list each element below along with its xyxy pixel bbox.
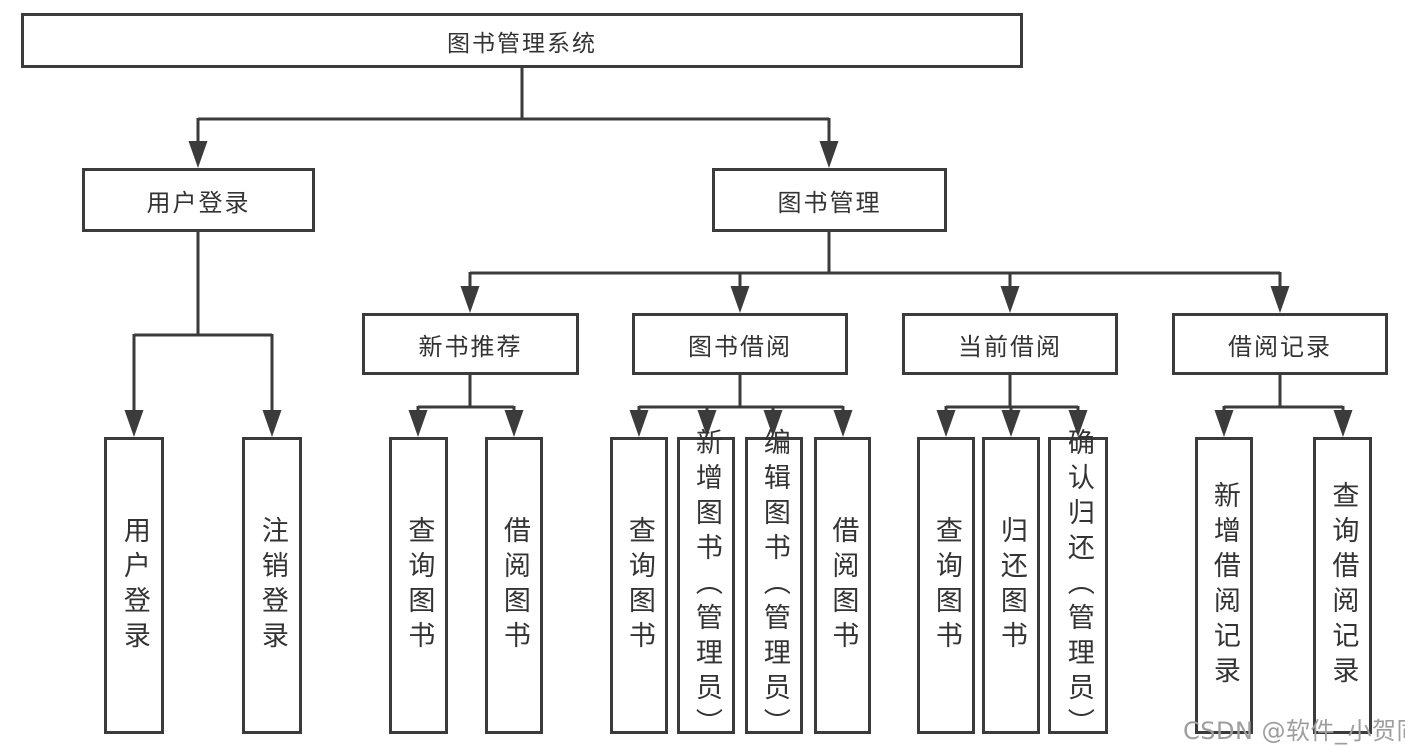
node-root-system: 图书管理系统 xyxy=(21,13,1023,68)
node-book-borrowing-label: 图书借阅 xyxy=(688,332,792,361)
leaf-return-books: 归还图书 xyxy=(982,437,1040,734)
leaf-query-books-borrowing: 查询图书 xyxy=(610,437,668,734)
leaf-add-books-admin-label: 新增图书（管理员） xyxy=(690,428,722,743)
leaf-confirm-return-admin-label: 确认归还（管理员） xyxy=(1062,428,1094,743)
arrowhead-down-icon xyxy=(697,410,717,437)
node-new-book-recommendation-label: 新书推荐 xyxy=(418,332,523,361)
node-book-management-label: 图书管理 xyxy=(777,188,882,217)
arrowhead-down-icon xyxy=(763,410,783,437)
node-book-management: 图书管理 xyxy=(712,168,947,232)
arrowhead-down-icon xyxy=(1000,286,1020,313)
arrowhead-down-icon xyxy=(1001,410,1021,437)
connector-borrowing-records-to-leaves xyxy=(1214,373,1353,437)
leaf-query-borrow-record: 查询借阅记录 xyxy=(1313,437,1372,734)
leaf-query-books-current-label: 查询图书 xyxy=(930,515,962,656)
arrowhead-down-icon xyxy=(1068,410,1088,437)
node-borrowing-records: 借阅记录 xyxy=(1172,313,1388,375)
arrowhead-down-icon xyxy=(629,410,649,437)
leaf-query-books-recommend-label: 查询图书 xyxy=(403,515,435,656)
leaf-query-books-current: 查询图书 xyxy=(917,437,975,734)
arrowhead-down-icon xyxy=(188,141,208,168)
leaf-edit-books-admin-label: 编辑图书（管理员） xyxy=(758,428,790,743)
leaf-query-books-borrowing-label: 查询图书 xyxy=(623,515,655,656)
arrowhead-down-icon xyxy=(1214,410,1234,437)
arrowhead-down-icon xyxy=(124,410,144,437)
leaf-logout-login: 注销登录 xyxy=(242,437,302,734)
leaf-query-books-recommend: 查询图书 xyxy=(389,437,448,734)
node-user-login: 用户登录 xyxy=(82,168,315,232)
connector-book-management-to-modules xyxy=(460,230,1290,313)
connector-new-book-recommendation-to-leaves xyxy=(408,373,524,437)
connector-book-borrowing-to-leaves xyxy=(629,373,853,437)
arrowhead-down-icon xyxy=(408,410,428,437)
node-user-login-label: 用户登录 xyxy=(146,188,251,217)
node-current-borrowing: 当前借阅 xyxy=(902,313,1118,375)
arrowhead-down-icon xyxy=(936,410,956,437)
leaf-query-borrow-record-label: 查询借阅记录 xyxy=(1327,480,1359,691)
leaf-user-login-label: 用户登录 xyxy=(118,515,150,656)
connector-user-login-to-leaves xyxy=(124,230,282,437)
arrowhead-down-icon xyxy=(460,286,480,313)
leaf-user-login: 用户登录 xyxy=(104,437,164,734)
arrowhead-down-icon xyxy=(730,286,750,313)
node-borrowing-records-label: 借阅记录 xyxy=(1228,332,1332,361)
arrowhead-down-icon xyxy=(504,410,524,437)
leaf-edit-books-admin: 编辑图书（管理员） xyxy=(745,428,803,743)
connector-root-to-level2 xyxy=(188,66,839,168)
leaf-logout-login-label: 注销登录 xyxy=(256,515,288,656)
node-current-borrowing-label: 当前借阅 xyxy=(958,332,1062,361)
arrowhead-down-icon xyxy=(819,141,839,168)
node-book-borrowing: 图书借阅 xyxy=(632,313,848,375)
leaf-add-books-admin: 新增图书（管理员） xyxy=(677,428,735,743)
leaf-add-borrow-record-label: 新增借阅记录 xyxy=(1208,480,1240,691)
leaf-confirm-return-admin: 确认归还（管理员） xyxy=(1048,428,1108,743)
arrowhead-down-icon xyxy=(833,410,853,437)
leaf-borrow-books-recommend: 借阅图书 xyxy=(485,437,543,734)
arrowhead-down-icon xyxy=(1270,286,1290,313)
arrowhead-down-icon xyxy=(1333,410,1353,437)
leaf-borrow-books-recommend-label: 借阅图书 xyxy=(498,515,530,656)
leaf-borrow-books: 借阅图书 xyxy=(814,437,871,734)
arrowhead-down-icon xyxy=(262,410,282,437)
leaf-borrow-books-label: 借阅图书 xyxy=(827,515,859,656)
leaf-add-borrow-record: 新增借阅记录 xyxy=(1195,437,1253,734)
leaf-return-books-label: 归还图书 xyxy=(995,515,1027,656)
csdn-watermark: CSDN @软件_小贺同学 xyxy=(1183,717,1405,745)
connector-current-borrowing-to-leaves xyxy=(936,373,1088,437)
node-root-system-label: 图书管理系统 xyxy=(447,30,597,57)
node-new-book-recommendation: 新书推荐 xyxy=(362,313,579,375)
